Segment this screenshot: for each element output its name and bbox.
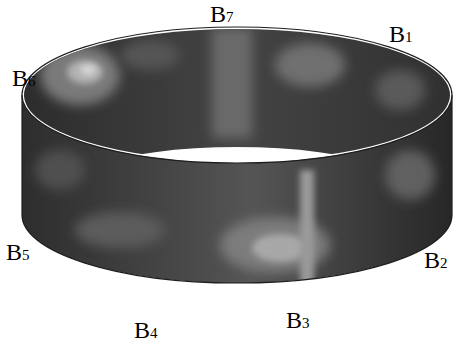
outer-band (0, 20, 457, 320)
point-label: B6 (12, 66, 36, 90)
point-label: B1 (389, 22, 413, 46)
point-label: B3 (286, 308, 310, 332)
point-label: B7 (210, 2, 234, 26)
point-label: B2 (424, 248, 448, 272)
point-label: B5 (6, 240, 30, 264)
point-label: B4 (134, 318, 158, 342)
